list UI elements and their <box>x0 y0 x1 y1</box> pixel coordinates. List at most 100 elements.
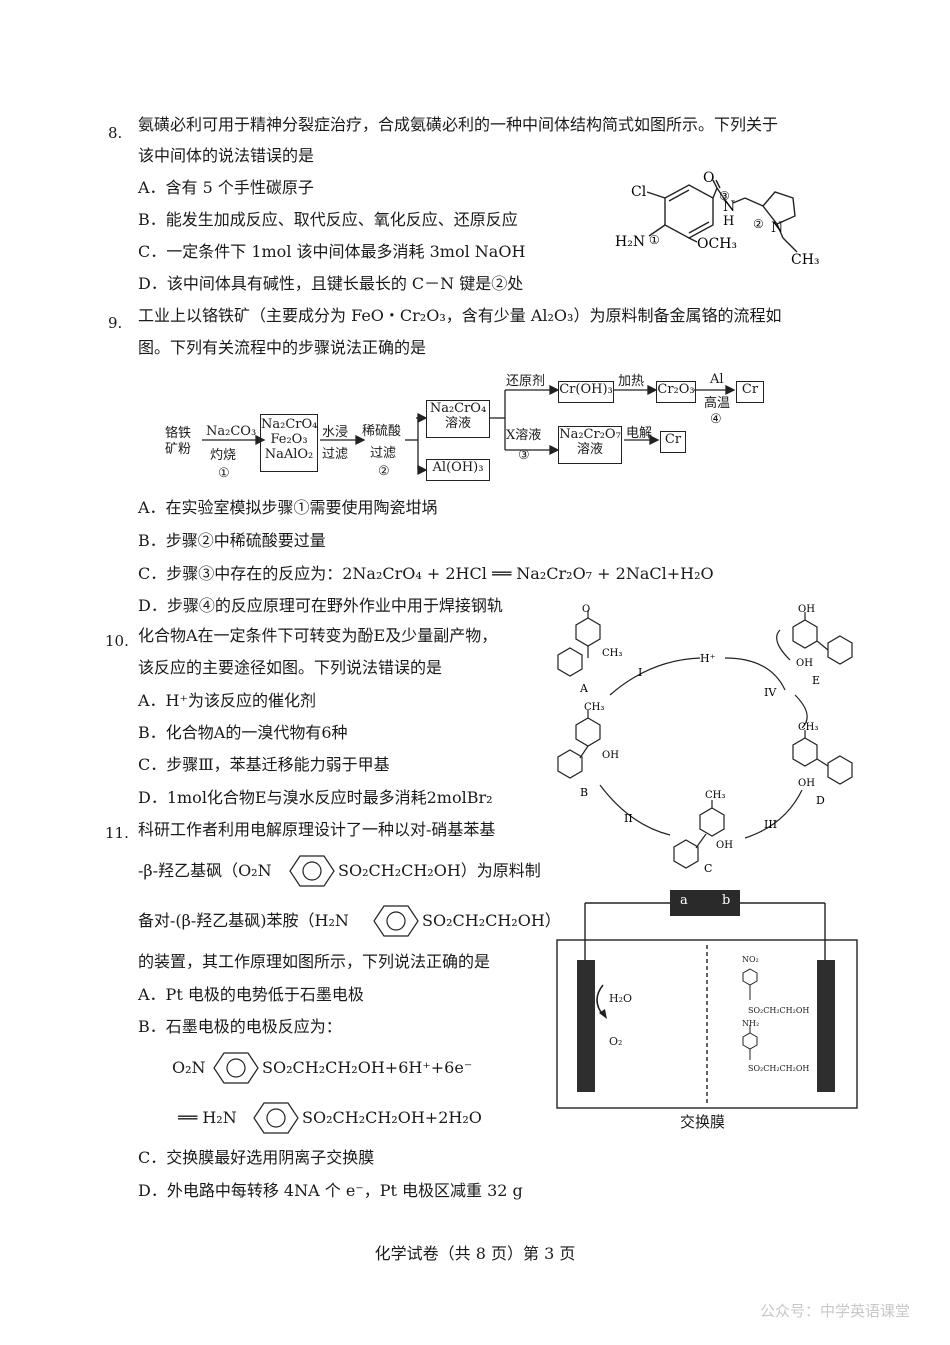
flow-step1-condition: 灼烧 <box>210 448 237 463</box>
flow-step1-number: ① <box>218 466 230 481</box>
step-iv-label: IV <box>764 686 777 699</box>
b-methyl-label: OH <box>602 750 619 761</box>
flow-step2-number: ② <box>378 464 390 479</box>
q11-option-b: B．石墨电极的电极反应为： <box>138 1017 342 1036</box>
step-i-label: I <box>638 666 642 679</box>
q8-option-b: B．能发生加成反应、取代反应、氧化反应、还原反应 <box>138 210 518 229</box>
compound-a-label: A <box>579 682 589 695</box>
flow-box-cr-product2: Cr <box>660 431 686 453</box>
q11-stem-line3-start: 备对-(β-羟乙基砜)苯胺（H₂N <box>138 911 349 930</box>
compound-b-label: B <box>580 786 588 799</box>
a-methyl-label: CH₃ <box>602 648 622 659</box>
q8-stem-line2: 该中间体的说法错误的是 <box>138 146 315 165</box>
q9-option-b: B．步骤②中稀硫酸要过量 <box>138 531 326 550</box>
q8-stem-line1: 氨磺必利可用于精神分裂症治疗，合成氨磺必利的一种中间体结构简式如图所示。下列关于 <box>138 115 779 134</box>
catalyst-hplus: H⁺ <box>700 652 716 665</box>
no2-label: NO₂ <box>742 955 759 964</box>
d-hydroxy-label: CH₃ <box>798 722 818 733</box>
flow-start-ore: 铬铁 矿粉 <box>165 426 191 458</box>
flow-al-reagent: Al <box>710 372 724 387</box>
q10-number: 10. <box>105 632 129 650</box>
e-hydroxy-label: OH <box>798 604 815 615</box>
o2-label: O₂ <box>609 1035 623 1048</box>
pyrrolidine-n-label: N <box>771 220 783 236</box>
methoxy-label: OCH₃ <box>697 236 737 252</box>
watermark: 公众号：中学英语课堂 <box>759 1302 910 1320</box>
terminal-a: a <box>680 893 688 908</box>
q10-option-c: C．步骤Ⅲ，苯基迁移能力弱于甲基 <box>138 755 390 774</box>
dichromate-solution-label: 溶液 <box>576 442 603 457</box>
benzene-ring-4 <box>253 1102 299 1134</box>
na2cro4-label: Na₂CrO₄ <box>429 401 487 416</box>
step-ii-label: II <box>624 812 633 825</box>
bond-mark-1: ① <box>649 233 660 247</box>
q9-option-a: A．在实验室模拟步骤①需要使用陶瓷坩埚 <box>138 498 438 517</box>
q11-option-d: D．外电路中每转移 4NA 个 e⁻，Pt 电极区减重 32 g <box>138 1181 523 1200</box>
flow-start-line2: 矿粉 <box>165 442 192 457</box>
cl-label: Cl <box>631 184 647 200</box>
flow-arrows <box>202 384 736 476</box>
q8-molecule-structure: Cl O ③ N H ② N H₂N ① OCH₃ CH₃ <box>615 170 820 268</box>
q8-option-d: D．该中间体具有碱性，且键长最长的 C－N 键是②处 <box>138 274 524 293</box>
mixture-fe2o3: Fe₂O₃ <box>270 432 308 447</box>
flow-step2-condition: 过滤 <box>370 446 397 461</box>
e-methyl-label: OH <box>796 658 813 669</box>
flow-box-na2cro4-solution: Na₂CrO₄ 溶液 <box>426 400 490 438</box>
q9-option-d: D．步骤④的反应原理可在野外作业中用于焊接钢轨 <box>138 596 503 615</box>
power-source <box>670 890 740 916</box>
q10-option-a: A．H⁺为该反应的催化剂 <box>138 691 316 710</box>
flow-reductant: 还原剂 <box>506 374 546 389</box>
b-hydroxy-label: CH₃ <box>584 702 604 713</box>
so2-label-lower: SO₂CH₂CH₂OH <box>748 1064 810 1073</box>
amide-h-label: H <box>723 214 734 229</box>
page-footer: 化学试卷（共 8 页）第 3 页 <box>374 1244 576 1263</box>
water-leach-line2: 过滤 <box>322 447 349 462</box>
eq2-product-end: SO₂CH₂CH₂OH+2H₂O <box>302 1108 482 1127</box>
q10-stem-line2: 该反应的主要途径如图。下列说法错误的是 <box>138 658 443 677</box>
a-oxo-label: O <box>582 604 590 615</box>
solution-label: 溶液 <box>444 416 471 431</box>
q11-stem-line2-start: -β-羟乙基砜（O₂N <box>138 861 272 880</box>
flow-box-mixture: Na₂CrO₄ Fe₂O₃ NaAlO₂ <box>260 414 318 472</box>
flow-step1-reagent: Na₂CO₃ <box>206 424 257 439</box>
step-iii-label: III <box>764 818 777 831</box>
membrane-label: 交换膜 <box>680 1113 726 1131</box>
q8-number: 8. <box>108 124 123 142</box>
flow-step2-reagent: 稀硫酸 <box>362 424 402 439</box>
q11-option-a: A．Pt 电极的电势低于石墨电极 <box>138 985 364 1004</box>
flow-x-solution: X溶液 <box>506 428 542 443</box>
flow-box-cr-product1: Cr <box>736 381 764 403</box>
c-methyl-label: OH <box>716 840 733 851</box>
q10-option-b: B．化合物A的一溴代物有6种 <box>138 723 348 742</box>
flow-high-temp: 高温 <box>704 396 731 411</box>
compound-d-label: D <box>816 794 825 807</box>
q8-option-c: C．一定条件下 1mol 该中间体最多消耗 3mol NaOH <box>138 242 526 261</box>
q11-option-c: C．交换膜最好选用阴离子交换膜 <box>138 1148 375 1167</box>
d-methyl-label: OH <box>798 778 815 789</box>
benzene-ring-3 <box>213 1052 259 1084</box>
so2-label-upper: SO₂CH₂CH₂OH <box>748 1006 810 1015</box>
compound-c-label: C <box>704 862 712 875</box>
mixture-naalo2: NaAlO₂ <box>264 447 314 462</box>
h2o-label: H₂O <box>609 992 633 1005</box>
q9-number: 9. <box>108 314 123 332</box>
flow-electrolysis: 电解 <box>626 426 653 441</box>
eq1-reactant-start: O₂N <box>172 1058 206 1077</box>
flow-step3-number: ③ <box>518 448 530 463</box>
dichromate-label: Na₂Cr₂O₇ <box>559 427 621 442</box>
eq1-reactant-end: SO₂CH₂CH₂OH+6H⁺+6e⁻ <box>262 1058 473 1077</box>
flow-start-line1: 铬铁 <box>165 426 192 441</box>
device-frame <box>556 890 858 1109</box>
eq2-product-start: ══ H₂N <box>178 1108 237 1127</box>
water-leach-line1: 水浸 <box>322 425 349 440</box>
benzene-ring-2 <box>373 905 419 937</box>
amide-n-label: N <box>723 199 735 215</box>
q10-option-d: D．1mol化合物E与溴水反应时最多消耗2molBr₂ <box>138 788 493 807</box>
q8-option-a: A．含有 5 个手性碳原子 <box>138 178 314 197</box>
q9-stem-line2: 图。下列有关流程中的步骤说法正确的是 <box>138 338 427 357</box>
flow-box-cr2o3: Cr₂O₃ <box>656 381 696 403</box>
q9-stem-line1: 工业上以铬铁矿（主要成分为 FeO・Cr₂O₃，含有少量 Al₂O₃）为原料制备… <box>138 306 782 325</box>
q10-stem-line1: 化合物A在一定条件下可转变为酚E及少量副产物， <box>138 626 498 645</box>
terminal-b: b <box>722 893 731 908</box>
ethyl-ch3-label: CH₃ <box>791 252 820 268</box>
